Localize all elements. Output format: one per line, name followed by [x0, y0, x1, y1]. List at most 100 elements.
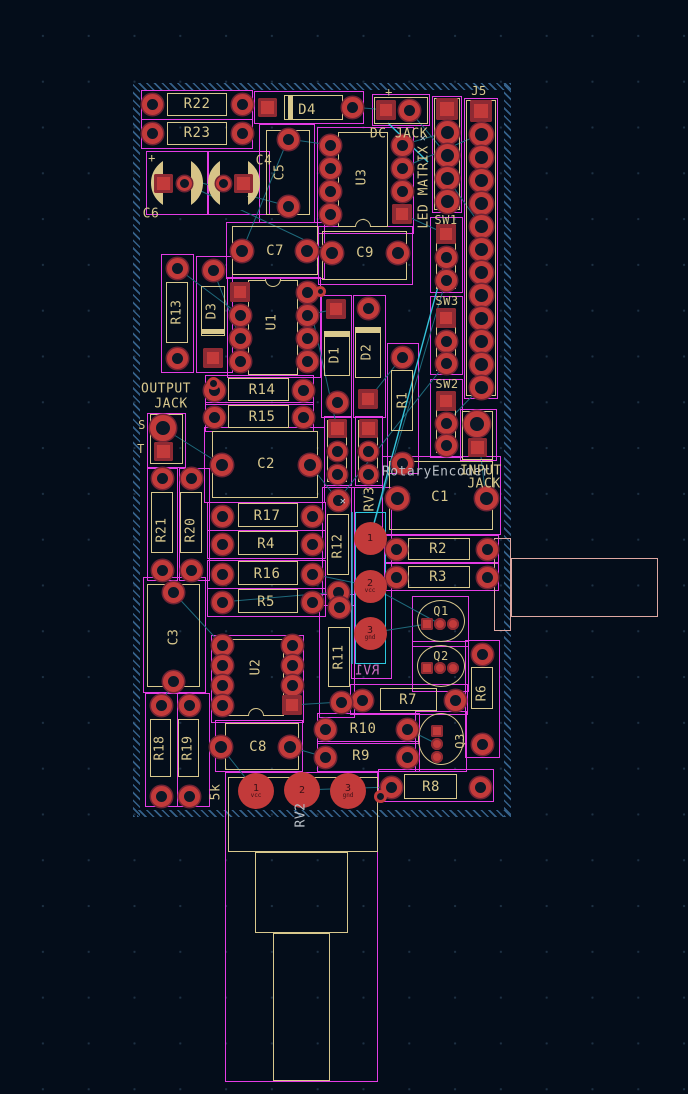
pad[interactable] [385, 538, 407, 560]
text-q2[interactable]: Q2 [433, 649, 449, 663]
pad[interactable] [435, 166, 459, 190]
pad[interactable] [392, 204, 412, 224]
pad[interactable] [436, 391, 456, 411]
pad[interactable] [176, 175, 192, 191]
pad[interactable] [327, 489, 349, 511]
pad[interactable] [469, 260, 493, 284]
footprint-r19[interactable] [177, 693, 210, 807]
text-c6[interactable]: C6 [142, 206, 160, 222]
body-q2[interactable] [417, 645, 465, 687]
footprint-r8[interactable] [378, 769, 494, 802]
pad[interactable] [469, 191, 493, 215]
body-rv2b[interactable] [255, 852, 348, 933]
pad[interactable] [469, 375, 493, 399]
pad[interactable] [435, 189, 459, 213]
pad[interactable] [431, 751, 443, 763]
text-c5[interactable]: C5 [272, 163, 288, 181]
text-sw1[interactable]: SW1 [434, 213, 458, 227]
text-r10[interactable]: R10 [349, 721, 377, 737]
pad[interactable] [435, 120, 459, 144]
pad[interactable] [435, 246, 457, 268]
pad[interactable] [231, 93, 253, 115]
pad[interactable] [211, 694, 233, 716]
pad[interactable] [421, 618, 433, 630]
pad[interactable] [231, 240, 253, 262]
pad[interactable] [301, 533, 323, 555]
pad[interactable] [469, 145, 493, 169]
pad[interactable] [153, 441, 173, 461]
body-r4[interactable] [238, 531, 298, 555]
text--[interactable]: + [148, 151, 156, 165]
pad[interactable] [211, 674, 233, 696]
pad[interactable] [162, 670, 184, 692]
body-r7[interactable] [380, 688, 437, 711]
text-u1[interactable]: U1 [264, 313, 280, 331]
body-r6[interactable] [471, 667, 493, 709]
text-c2[interactable]: C2 [257, 456, 275, 472]
text-d1[interactable]: D1 [327, 346, 343, 364]
body-r21[interactable] [151, 492, 173, 553]
text-rv2[interactable]: RV2 [293, 802, 309, 828]
pad[interactable] [469, 283, 493, 307]
pad[interactable] [467, 437, 487, 457]
text-r8[interactable]: R8 [422, 779, 440, 795]
pad[interactable] [341, 96, 363, 118]
pad[interactable] [141, 122, 163, 144]
pad[interactable] [327, 418, 347, 438]
text-c8[interactable]: C8 [249, 739, 267, 755]
pad[interactable] [319, 134, 341, 156]
pad[interactable] [351, 689, 373, 711]
pad[interactable] [387, 242, 409, 264]
pad[interactable] [282, 695, 302, 715]
pad[interactable] [296, 304, 318, 326]
text-r22[interactable]: R22 [183, 96, 211, 112]
pad[interactable] [436, 98, 458, 120]
text-s[interactable]: S [138, 418, 146, 432]
pad[interactable] [210, 736, 232, 758]
pad[interactable] [281, 674, 303, 696]
pad[interactable]: 2 [284, 772, 320, 808]
pad[interactable] [153, 173, 173, 193]
pad[interactable] [150, 694, 172, 716]
body-r23[interactable] [167, 122, 227, 145]
pad[interactable] [431, 738, 443, 750]
body-r13[interactable] [166, 282, 188, 343]
text-c1[interactable]: C1 [431, 489, 449, 505]
pad[interactable] [319, 203, 341, 225]
text-r16[interactable]: R16 [253, 566, 281, 582]
pad[interactable] [435, 269, 457, 291]
text-d3[interactable]: D3 [204, 302, 220, 320]
pad[interactable] [435, 143, 459, 167]
pad[interactable] [469, 237, 493, 261]
pad[interactable] [162, 581, 184, 603]
pad[interactable] [357, 297, 379, 319]
body-q3[interactable] [418, 713, 464, 765]
text-input[interactable]: INPUT [460, 463, 502, 479]
body-r5[interactable] [238, 589, 298, 613]
footprint-r6[interactable] [465, 640, 500, 758]
pad[interactable] [151, 559, 173, 581]
body-r16[interactable] [238, 561, 298, 585]
pad[interactable] [358, 389, 378, 409]
body-r3[interactable] [408, 566, 470, 588]
footprint-u3[interactable] [317, 127, 414, 234]
pad[interactable] [296, 327, 318, 349]
text-r20[interactable]: R20 [183, 517, 199, 543]
pad[interactable] [391, 346, 413, 368]
text-r21[interactable]: R21 [154, 517, 170, 543]
pad[interactable] [321, 242, 343, 264]
pad[interactable] [229, 350, 251, 372]
pad[interactable] [319, 180, 341, 202]
body-r14[interactable] [228, 378, 289, 401]
pad[interactable] [229, 304, 251, 326]
pad[interactable] [376, 100, 396, 120]
pad[interactable] [469, 122, 493, 146]
footprint-r4[interactable] [207, 530, 326, 559]
pad[interactable] [431, 725, 443, 737]
pad[interactable] [358, 464, 378, 484]
text-r11[interactable]: R11 [331, 644, 347, 670]
text--[interactable]: + [247, 189, 255, 203]
